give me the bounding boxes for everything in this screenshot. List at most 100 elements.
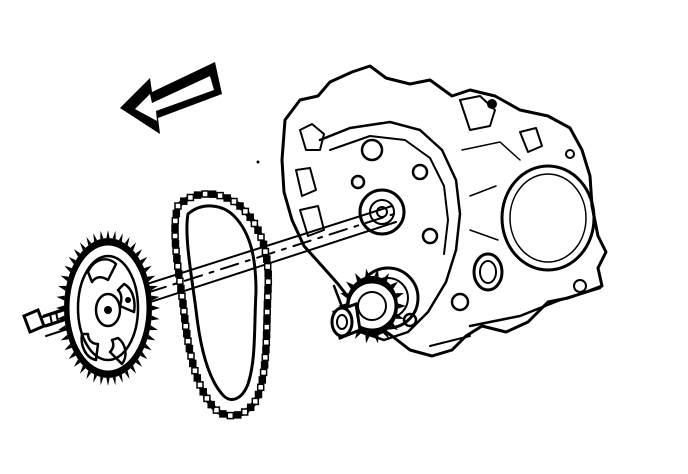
cam-sprocket-tooth <box>68 256 76 265</box>
cam-sprocket-tooth <box>118 233 123 242</box>
chain-link <box>193 374 202 382</box>
chain-link <box>181 322 190 330</box>
cam-sprocket-tooth <box>56 295 65 301</box>
crank-sprocket-tooth <box>395 313 404 319</box>
chain-link <box>176 277 184 285</box>
chain-link <box>258 376 267 384</box>
left-arrow-icon <box>120 62 222 134</box>
chain-link <box>223 194 231 202</box>
chain-link <box>262 346 270 354</box>
cam-sprocket-tooth <box>86 237 92 246</box>
chain-link <box>256 383 265 392</box>
crank-sprocket-tooth <box>355 273 361 282</box>
crank-sprocket-tooth <box>355 330 361 339</box>
crank-sprocket-tooth <box>340 293 349 299</box>
cam-sprocket-tooth <box>149 325 158 331</box>
chain-link <box>262 330 271 339</box>
cam-sprocket-tooth <box>93 233 98 242</box>
cam-sprocket-tooth <box>73 249 81 257</box>
stray-dot <box>256 160 260 164</box>
cam-sprocket-tooth <box>73 359 81 367</box>
cam-sprocket-tooth <box>58 325 67 331</box>
chain-link <box>177 284 185 293</box>
cam-sprocket-tooth <box>79 365 86 374</box>
chain-link <box>171 239 180 248</box>
cam-sprocket-tooth <box>118 374 123 383</box>
chain-link <box>261 247 270 256</box>
camshaft-sprocket <box>56 230 160 386</box>
cam-sprocket-tooth <box>86 370 92 379</box>
chain-link <box>263 262 272 271</box>
chain-link <box>251 397 260 406</box>
cam-sprocket-tooth <box>112 376 116 386</box>
chain-link <box>264 285 272 294</box>
chain-link <box>196 381 204 389</box>
chain-link <box>185 344 194 353</box>
cam-sprocket-tooth <box>140 351 148 360</box>
engine-block <box>280 64 608 358</box>
cam-sprocket-tooth <box>130 242 137 251</box>
cam-sprocket-tooth <box>60 275 69 282</box>
cam-sprocket-tooth <box>147 275 156 282</box>
chain-link <box>203 394 211 403</box>
cam-sprocket-tooth <box>140 256 148 265</box>
chain-link <box>178 292 186 300</box>
chain-link <box>230 197 238 206</box>
chain-link <box>262 338 271 347</box>
crank-sprocket-tooth <box>374 335 379 344</box>
chain-link <box>246 213 254 221</box>
cam-sprocket-tooth <box>68 351 76 360</box>
cam-sprocket-tooth <box>147 334 156 341</box>
chain-link <box>212 406 221 414</box>
chain-link <box>199 388 207 396</box>
cam-sprocket-tooth <box>112 230 116 240</box>
cam-sprocket-tooth <box>144 265 152 273</box>
chain-link <box>263 300 272 309</box>
cam-sprocket-tooth <box>100 230 104 240</box>
crank-sprocket-tooth <box>397 303 406 309</box>
cam-sprocket-tooth <box>58 285 67 291</box>
crank-sprocket-tooth <box>383 273 389 282</box>
chain-link <box>263 293 272 301</box>
chain-link <box>208 190 217 198</box>
cam-sprocket-tooth <box>106 230 110 238</box>
chain-link <box>183 329 191 338</box>
chain-link <box>181 314 189 323</box>
crank-sprocket-tooth <box>395 293 404 299</box>
crank-sprocket-tooth <box>390 281 398 289</box>
cam-sprocket-tooth <box>124 370 130 379</box>
chain-link <box>263 315 271 324</box>
cam-sprocket-tooth <box>151 295 160 301</box>
chain-link <box>236 202 244 210</box>
chain-link <box>171 217 180 225</box>
cam-sprocket-tooth <box>93 374 98 383</box>
chain-link <box>241 207 250 216</box>
cam-sprocket-tooth <box>100 376 104 386</box>
cam-sprocket-tooth <box>151 315 160 321</box>
chain-link <box>259 368 268 377</box>
crank-sprocket-tooth <box>346 281 354 289</box>
cam-sprocket-tooth <box>149 285 158 291</box>
crankshaft-sprocket <box>330 268 406 344</box>
chain-link <box>216 191 224 200</box>
chain-link <box>254 390 263 399</box>
chain-link <box>174 262 182 270</box>
crank-sprocket-tooth <box>390 323 398 331</box>
cam-sprocket-tooth <box>135 359 143 367</box>
chain-link <box>174 202 182 210</box>
chain-link <box>184 337 192 345</box>
cam-sprocket-tooth <box>130 365 137 374</box>
chain-link <box>171 224 179 233</box>
cam-sprocket-tooth <box>135 249 143 257</box>
chain-link <box>257 233 265 241</box>
chain-link <box>180 197 188 205</box>
chain-link <box>186 193 195 202</box>
cam-sprocket-tooth <box>60 334 69 341</box>
cam-sprocket-tooth <box>79 242 86 251</box>
cam-sprocket-tooth <box>64 265 72 273</box>
chain-link <box>250 219 259 228</box>
chain-link <box>172 209 181 218</box>
chain-link <box>173 254 181 263</box>
crank-sprocket-tooth <box>374 268 379 277</box>
